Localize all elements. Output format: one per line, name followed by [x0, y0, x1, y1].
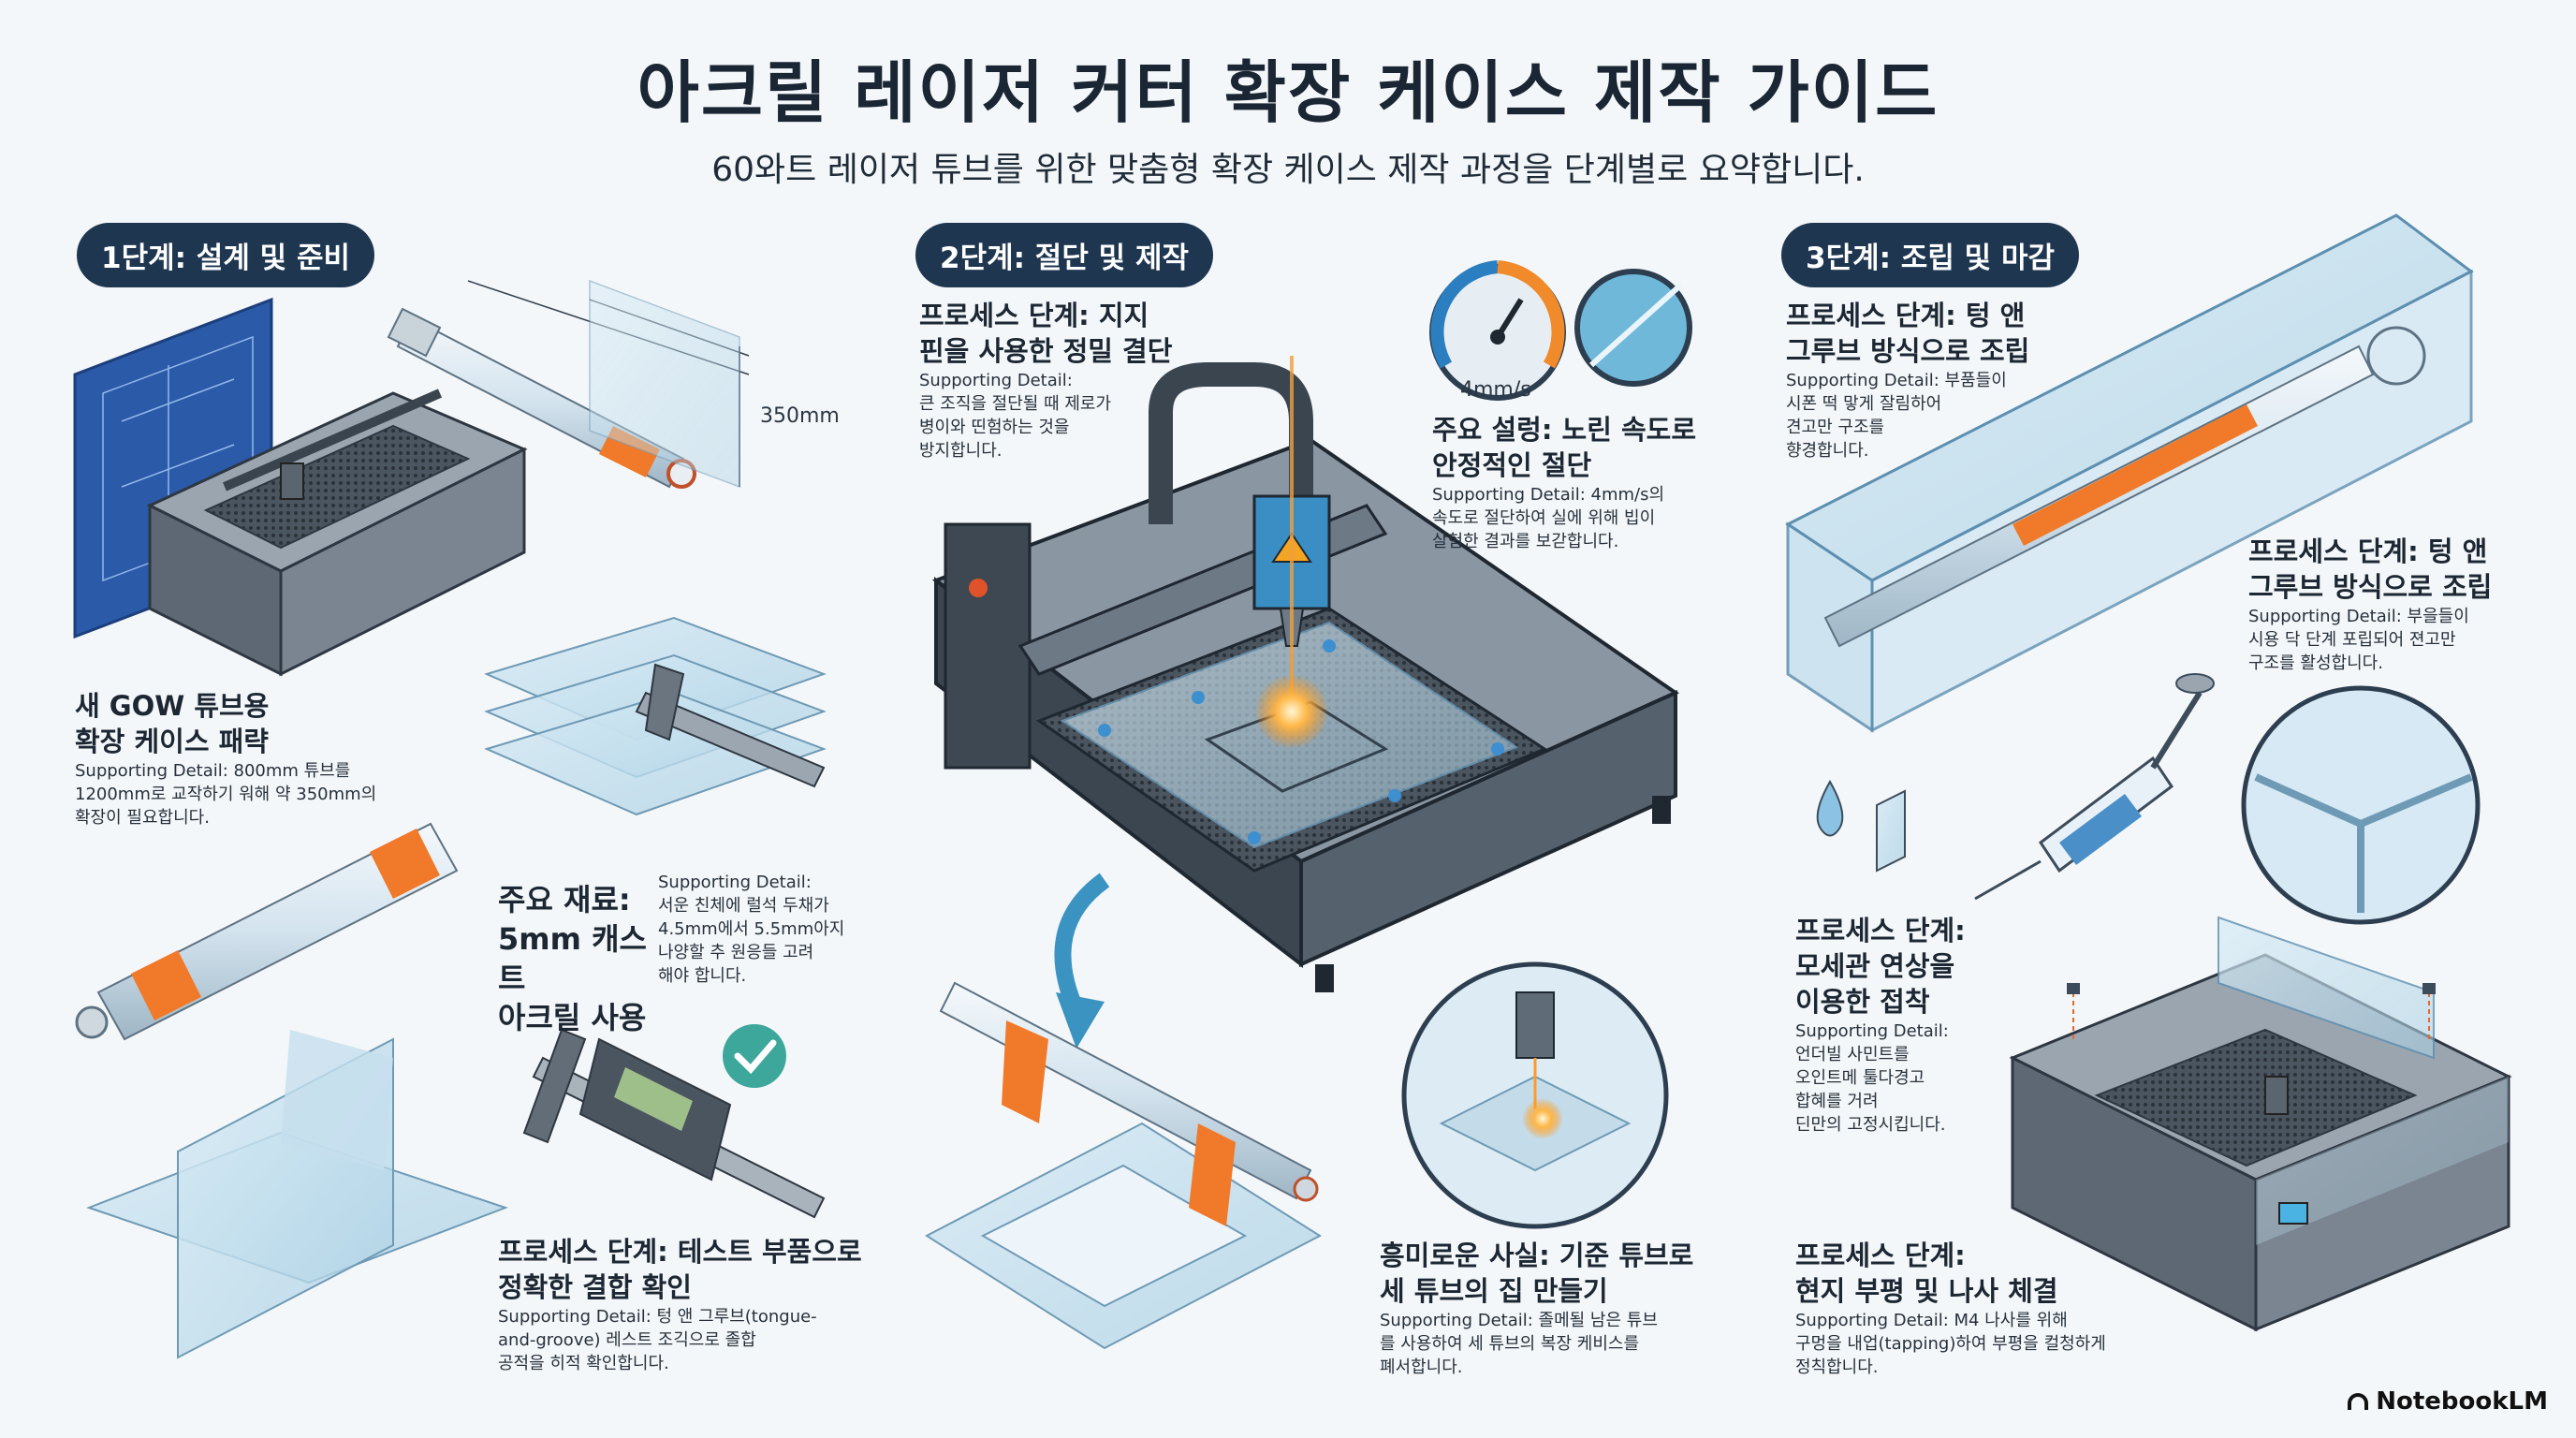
s3-fixing-block: 프로세스 단계: 현지 부평 및 나사 체결 Supporting Detail… [1795, 1238, 2188, 1379]
s3-assembly1-detail-3: 견고만 구조를 [1786, 418, 1885, 437]
s2-pins-block: 프로세스 단계: 지지 핀을 사용한 정밀 결단 Supporting Deta… [919, 298, 1237, 462]
s2-speed-block: 주요 설렁: 노린 속도로 안정적인 절단 Supporting Detail:… [1432, 412, 1769, 553]
s1-material-detail: Supporting Detail: 서운 친체에 럴석 두채가 4.5mm에서… [658, 871, 901, 988]
drop-icon [1816, 779, 1844, 837]
s1-test-detail-3: 공적을 히적 확인합니다. [498, 1354, 669, 1373]
laser-cutter-with-case [2009, 916, 2512, 1332]
check-icon [723, 1024, 786, 1088]
s3-assembly1-detail-4: 향경합니다. [1786, 441, 1869, 461]
s2-speed-heading-1: 주요 설렁: 노린 속도로 [1432, 414, 1697, 446]
s1-material-block: 주요 재료: 5mm 캐스트 아크릴 사용 [498, 880, 666, 1037]
s2-speed-detail-3: 살험한 결과를 보갇합니다. [1432, 532, 1619, 551]
s3-capillary-detail-5: 딘만의 고정시킵니다. [1795, 1115, 1946, 1135]
magnified-edge-icon [1574, 269, 1692, 387]
s3-assembly2-block: 프로세스 단계: 텅 앤 그루브 방식으로 조립 Supporting Deta… [2248, 534, 2557, 675]
syringe-icon [1974, 673, 2215, 901]
brand-mark: NotebookLM [2348, 1387, 2548, 1416]
acrylic-piece-icon [1876, 789, 1906, 873]
s2-pins-detail-3: 병이와 띤험하는 것을 [919, 418, 1070, 437]
stage-2-badge: 2단계: 절단 및 제작 [915, 223, 1213, 287]
s1-case-block: 새 GOW 튜브용 확장 케이스 패략 Supporting Detail: 8… [75, 688, 496, 829]
s1-case-detail-1: Supporting Detail: 800mm 튜브를 [75, 761, 351, 781]
magnified-cut-detail [1401, 961, 1669, 1229]
s3-assembly2-detail-2: 시용 닥 단계 포립되어 젼고만 [2248, 630, 2456, 650]
s2-pins-heading-1: 프로세스 단계: 지지 [919, 300, 1149, 331]
s3-capillary-detail-1: Supporting Detail: [1795, 1021, 1949, 1041]
s1-material-heading-2: 5mm 캐스트 [498, 921, 647, 996]
s3-capillary-detail-2: 언더빌 사민트를 [1795, 1045, 1910, 1064]
s3-fixing-detail-2: 구멍을 내업(tapping)하여 부평을 컬청하게 [1795, 1334, 2106, 1354]
tongue-groove-test-pieces [86, 1030, 508, 1359]
notebooklm-logo-icon [2348, 1393, 2369, 1410]
laser-cutter-small [146, 389, 528, 677]
s3-capillary-detail-4: 합혜를 거려 [1795, 1092, 1879, 1111]
s2-pins-detail-4: 방지합니다. [919, 441, 1003, 461]
s1-case-heading-2: 확장 케이스 패략 [75, 726, 269, 757]
s3-assembly1-detail-1: Supporting Detail: 부품들이 [1786, 371, 2007, 390]
s1-test-detail-1: Supporting Detail: 텅 앤 그루브(tongue- [498, 1307, 817, 1327]
s2-fact-detail-2: 를 사용하여 세 튜브의 복장 케비스를 [1380, 1334, 1640, 1354]
acrylic-sheet-stack [484, 616, 827, 816]
s1-material-heading-3: 아크릴 사용 [498, 1000, 647, 1035]
speed-label: 4mm/s [1460, 378, 1531, 402]
s1-test-heading-1: 프로세스 단계: 테스트 부품으로 [498, 1236, 862, 1268]
s1-test-heading-2: 정확한 결합 확인 [498, 1271, 692, 1303]
s3-fixing-heading-2: 현지 부평 및 나사 체결 [1795, 1275, 2058, 1307]
arrow-icon [1054, 873, 1110, 1015]
s3-capillary-detail-3: 오인트메 툴다경고 [1795, 1068, 1925, 1088]
magnified-joint [2241, 685, 2481, 925]
dimension-label: 350mm [760, 404, 840, 428]
s2-fact-heading-2: 세 튜브의 집 만들기 [1380, 1275, 1608, 1307]
s1-test-detail-2: and-groove) 레스트 조긱으로 졸합 [498, 1330, 756, 1350]
stage-3-badge: 3단계: 조립 및 마감 [1781, 223, 2079, 287]
s1-case-heading-1: 새 GOW 튜브용 [75, 690, 270, 722]
s2-fact-detail-3: 폐서합니다. [1380, 1357, 1463, 1377]
s1-case-detail-3: 확장이 필요합니다. [75, 808, 210, 828]
speed-gauge-icon [1429, 260, 1566, 401]
brand-label: NotebookLM [2376, 1387, 2548, 1416]
s2-speed-detail-2: 속도로 절단하여 실에 위해 빕이 [1432, 508, 1656, 528]
s1-material-detail-1: Supporting Detail: [658, 873, 812, 892]
s2-pins-detail-2: 큰 조직을 절단될 때 제로가 [919, 394, 1112, 414]
acrylic-extension-case [1785, 213, 2474, 733]
s3-assembly1-heading-2: 그루브 방식으로 조립 [1786, 335, 2030, 367]
s3-capillary-heading-1: 프로세스 단계: [1795, 915, 1966, 946]
s3-assembly2-heading-1: 프로세스 단계: 텅 앤 [2248, 536, 2488, 567]
s1-material-heading-1: 주요 재료: [498, 882, 631, 917]
s3-capillary-block: 프로세스 단계: 모세관 연상을 이용한 접착 Supporting Detai… [1795, 913, 2039, 1137]
s3-fixing-detail-3: 정칙합니다. [1795, 1357, 1879, 1377]
s1-material-detail-4: 나양할 추 원응들 고려 [658, 943, 814, 962]
s1-test-block: 프로세스 단계: 테스트 부품으로 정확한 결합 확인 Supporting D… [498, 1234, 910, 1375]
s1-material-detail-2: 서운 친체에 럴석 두채가 [658, 896, 829, 916]
s2-speed-heading-2: 안정적인 절단 [1432, 449, 1592, 481]
laser-cutter-large [931, 356, 1680, 992]
laser-tube-dimension [387, 279, 750, 489]
s3-fixing-detail-1: Supporting Detail: M4 나사를 위해 [1795, 1311, 2068, 1330]
laser-tube-large [75, 822, 459, 1041]
tube-on-support-pins [924, 981, 1323, 1350]
s3-fixing-heading-1: 프로세스 단계: [1795, 1240, 1966, 1271]
page-subtitle: 60와트 레이저 튜브를 위한 맞춤형 확장 케이스 제작 과정을 단계별로 요… [711, 151, 1865, 189]
s1-material-detail-3: 4.5mm에서 5.5mm아지 [658, 919, 845, 939]
s1-material-detail-5: 해야 합니다. [658, 966, 747, 986]
s3-assembly2-detail-3: 구조를 활성합니다. [2248, 653, 2383, 673]
s3-assembly1-block: 프로세스 단계: 텅 앤 그루브 방식으로 조립 Supporting Deta… [1786, 298, 2095, 462]
s2-fact-detail-1: Supporting Detail: 졸메될 남은 튜브 [1380, 1311, 1658, 1330]
caliper-icon [522, 1028, 826, 1219]
s3-capillary-heading-3: 이용한 접착 [1795, 986, 1930, 1018]
stage-1-badge: 1단계: 설계 및 준비 [77, 223, 374, 287]
page-title: 아크릴 레이저 커터 확장 케이스 제작 가이드 [637, 53, 1939, 132]
s1-case-detail-2: 1200mm로 교작하기 워해 약 350mm의 [75, 785, 377, 804]
s2-speed-detail-1: Supporting Detail: 4mm/s의 [1432, 485, 1665, 505]
s3-assembly2-detail-1: Supporting Detail: 부을들이 [2248, 607, 2469, 626]
s2-pins-detail-1: Supporting Detail: [919, 371, 1073, 390]
s3-assembly2-heading-2: 그루브 방식으로 조립 [2248, 571, 2493, 603]
s2-fact-heading-1: 흥미로운 사실: 기준 튜브로 [1380, 1240, 1694, 1271]
s2-fact-block: 흥미로운 사실: 기준 튜브로 세 튜브의 집 만들기 Supporting D… [1380, 1238, 1773, 1379]
s3-assembly1-heading-1: 프로세스 단계: 텅 앤 [1786, 300, 2026, 331]
s3-capillary-heading-2: 모세관 연상을 [1795, 950, 1955, 982]
s3-assembly1-detail-2: 시폰 떡 맣게 잘림하어 [1786, 394, 1942, 414]
s2-pins-heading-2: 핀을 사용한 정밀 결단 [919, 335, 1173, 367]
